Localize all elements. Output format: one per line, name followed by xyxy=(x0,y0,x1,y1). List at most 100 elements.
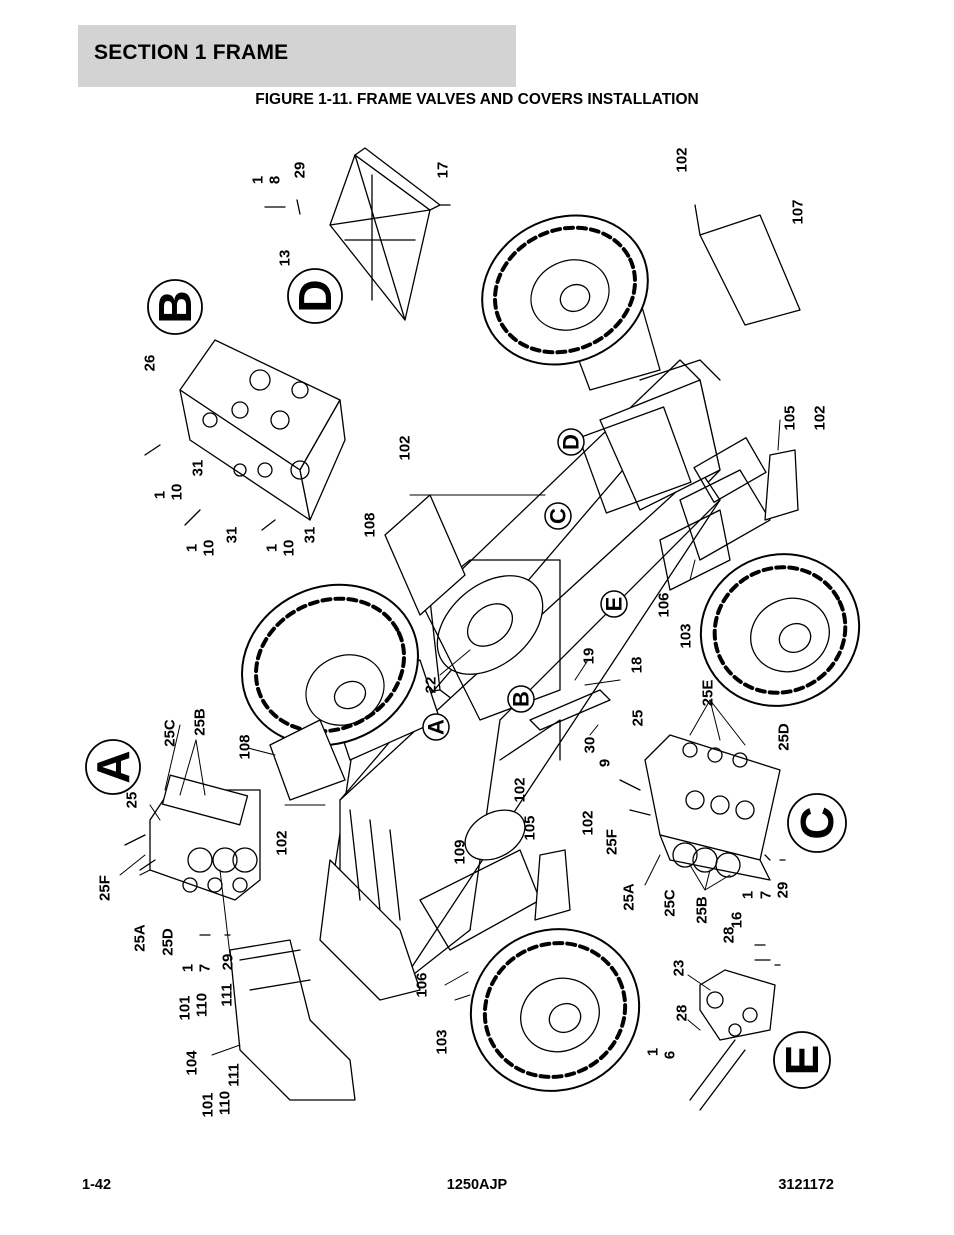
bracket-105-right xyxy=(764,449,799,521)
part-label-n10c: 10 xyxy=(281,540,298,557)
part-label-n25a_a: 25A xyxy=(132,924,149,952)
figure-title: FIGURE 1-11. FRAME VALVES AND COVERS INS… xyxy=(255,91,699,108)
part-label-n31c: 31 xyxy=(302,527,319,544)
part-label-n111_2: 111 xyxy=(226,1063,243,1086)
part-label-n1_6: 1 xyxy=(645,1048,662,1056)
part-label-n28a: 28 xyxy=(721,927,738,944)
part-label-n108_l: 108 xyxy=(237,734,254,759)
part-label-n25f_c: 25F xyxy=(604,829,621,855)
svg-text:D: D xyxy=(289,279,341,312)
cover-plate-109 xyxy=(464,809,526,861)
part-label-n22: 22 xyxy=(423,677,440,694)
callout-a: A xyxy=(422,713,450,741)
part-label-n25e: 25E xyxy=(700,680,717,707)
cover-104 xyxy=(229,939,356,1101)
wheel-bottom xyxy=(469,928,641,1092)
part-label-n25_c: 25 xyxy=(630,710,647,727)
part-label-n17: 17 xyxy=(435,162,452,179)
callout-c: C xyxy=(544,502,572,530)
part-label-n106_r: 106 xyxy=(656,592,673,617)
detail-letter-d: D xyxy=(287,268,343,324)
part-label-n9: 9 xyxy=(597,759,614,767)
part-label-n10b: 10 xyxy=(201,540,218,557)
part-label-n8: 8 xyxy=(267,176,284,184)
part-label-n28b: 28 xyxy=(674,1005,691,1022)
part-label-n109: 109 xyxy=(452,839,469,864)
part-label-n102_b: 102 xyxy=(512,777,529,802)
part-label-n29a: 29 xyxy=(220,954,237,971)
detail-letter-e: E xyxy=(773,1031,831,1089)
part-label-n18: 18 xyxy=(629,657,646,674)
part-label-n102_mid: 102 xyxy=(397,435,414,460)
part-label-n29_d: 29 xyxy=(292,162,309,179)
svg-text:D: D xyxy=(559,434,584,450)
part-label-n102_r: 102 xyxy=(812,405,829,430)
detail-d-plate xyxy=(264,147,451,321)
detail-letter-c: C xyxy=(787,793,847,853)
detail-a-valve xyxy=(124,774,261,936)
part-label-n103_r: 103 xyxy=(678,623,695,648)
part-label-n1_7c: 1 xyxy=(740,891,757,899)
part-label-n108_mid: 108 xyxy=(362,512,379,537)
part-label-n29c: 29 xyxy=(775,882,792,899)
part-label-n7c: 7 xyxy=(758,891,775,899)
part-label-n31a: 31 xyxy=(190,460,207,477)
part-label-n23: 23 xyxy=(671,960,688,977)
svg-text:A: A xyxy=(424,719,449,735)
part-label-n1_10b: 1 xyxy=(184,544,201,552)
part-label-n103_b: 103 xyxy=(434,1029,451,1054)
part-label-n10a: 10 xyxy=(169,484,186,501)
wheel-top-right xyxy=(481,214,649,366)
part-label-n107: 107 xyxy=(790,199,807,224)
cover-plate-107 xyxy=(694,204,801,326)
part-label-n104: 104 xyxy=(184,1050,201,1076)
section-header: SECTION 1 FRAME xyxy=(78,25,516,87)
detail-letter-b: B xyxy=(147,279,203,335)
part-label-n25d_c: 25D xyxy=(776,723,793,751)
part-label-n105_b: 105 xyxy=(522,815,539,840)
part-label-n31b: 31 xyxy=(224,527,241,544)
model-number: 1250AJP xyxy=(446,1177,508,1193)
part-label-n30: 30 xyxy=(582,737,599,754)
part-label-n106_b: 106 xyxy=(414,972,431,997)
svg-text:B: B xyxy=(509,691,534,707)
part-label-n25b_c: 25B xyxy=(694,896,711,924)
detail-e-block xyxy=(689,944,781,1111)
cover-plate-108-left xyxy=(269,719,346,801)
wheel-left xyxy=(241,583,419,747)
part-label-n16: 16 xyxy=(729,912,746,929)
part-label-n25c_a: 25C xyxy=(162,719,179,747)
part-label-n101_1: 101 xyxy=(177,995,194,1020)
part-label-n102_b2: 102 xyxy=(580,810,597,835)
part-label-n102_l: 102 xyxy=(274,830,291,855)
part-label-n6: 6 xyxy=(662,1051,679,1059)
callout-e: E xyxy=(600,590,628,618)
detail-b-valve-block xyxy=(144,339,346,531)
svg-text:B: B xyxy=(149,290,201,323)
part-label-n105_r: 105 xyxy=(782,405,799,430)
page-number: 1-42 xyxy=(82,1177,112,1193)
part-label-n19: 19 xyxy=(581,648,598,665)
part-label-n110_1: 110 xyxy=(194,993,211,1017)
part-label-n1_7a: 1 xyxy=(180,964,197,972)
part-label-n25b_a: 25B xyxy=(192,708,209,736)
svg-text:E: E xyxy=(602,597,627,612)
svg-text:A: A xyxy=(87,750,139,783)
frame-body xyxy=(319,359,771,1001)
part-label-n101_2: 101 xyxy=(200,1092,217,1117)
document-number: 3121172 xyxy=(778,1177,834,1193)
svg-text:C: C xyxy=(791,806,843,839)
part-label-n1_10a: 1 xyxy=(152,491,169,499)
part-label-n1_10c: 1 xyxy=(264,544,281,552)
svg-text:C: C xyxy=(546,508,571,524)
section-title: SECTION 1 FRAME xyxy=(94,41,289,64)
bracket-105-bottom xyxy=(534,849,571,921)
wheel-right xyxy=(699,553,861,707)
part-label-n25a_c: 25A xyxy=(621,883,638,911)
callout-b: B xyxy=(507,685,535,713)
part-label-n25c_c: 25C xyxy=(662,889,679,917)
detail-c-valve xyxy=(619,734,786,881)
part-label-n110_2: 110 xyxy=(217,1091,234,1115)
